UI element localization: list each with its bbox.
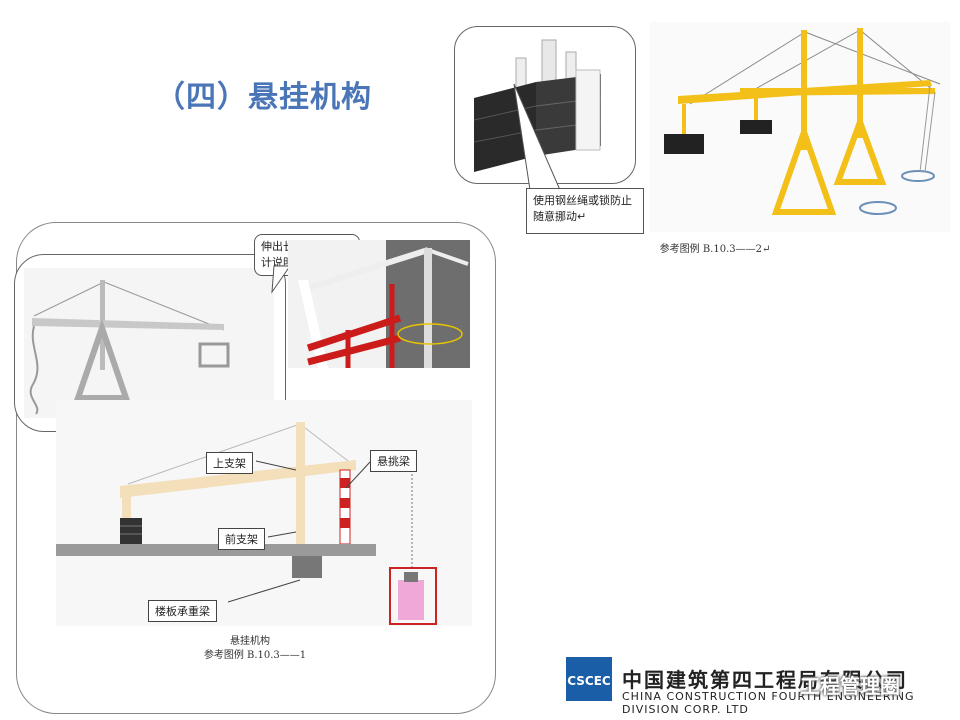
diagram-caption-ref: 参考图例 B.10.3——1: [203, 650, 307, 661]
yellow-rig-illustration: [650, 22, 950, 232]
watermark-text: 工程管理圈: [800, 674, 900, 698]
top-right-caption: 参考图例 B.10.3——2↵: [659, 244, 771, 255]
svg-text:CSCEC: CSCEC: [567, 674, 611, 688]
company-logo: CSCEC: [566, 657, 612, 701]
lock-callout-text: 使用钢丝绳或锁防止随意挪动↵: [533, 194, 632, 223]
slide-title: （四）悬挂机构: [155, 80, 372, 115]
label-cantilever: 悬挑梁: [370, 450, 417, 472]
left-outer-frame: [16, 222, 496, 714]
suspension-diagram: [56, 400, 472, 626]
label-front-frame: 前支架: [218, 528, 265, 550]
site-photo-illustration: [288, 240, 470, 368]
counterweight-illustration: [473, 39, 602, 172]
company-name-en: CHINA CONSTRUCTION FOURTH ENGINEERING DI…: [622, 690, 915, 716]
label-upper-frame: 上支架: [206, 452, 253, 474]
label-floor-beam: 楼板承重梁: [148, 600, 217, 622]
company-name-cn: 中国建筑第四工程局有限公司: [622, 668, 908, 692]
callout-tail: [271, 265, 291, 294]
diagram-caption-title: 悬挂机构: [230, 636, 270, 647]
lock-callout: 使用钢丝绳或锁防止随意挪动↵: [526, 188, 644, 234]
grey-rig-illustration: [24, 268, 274, 418]
